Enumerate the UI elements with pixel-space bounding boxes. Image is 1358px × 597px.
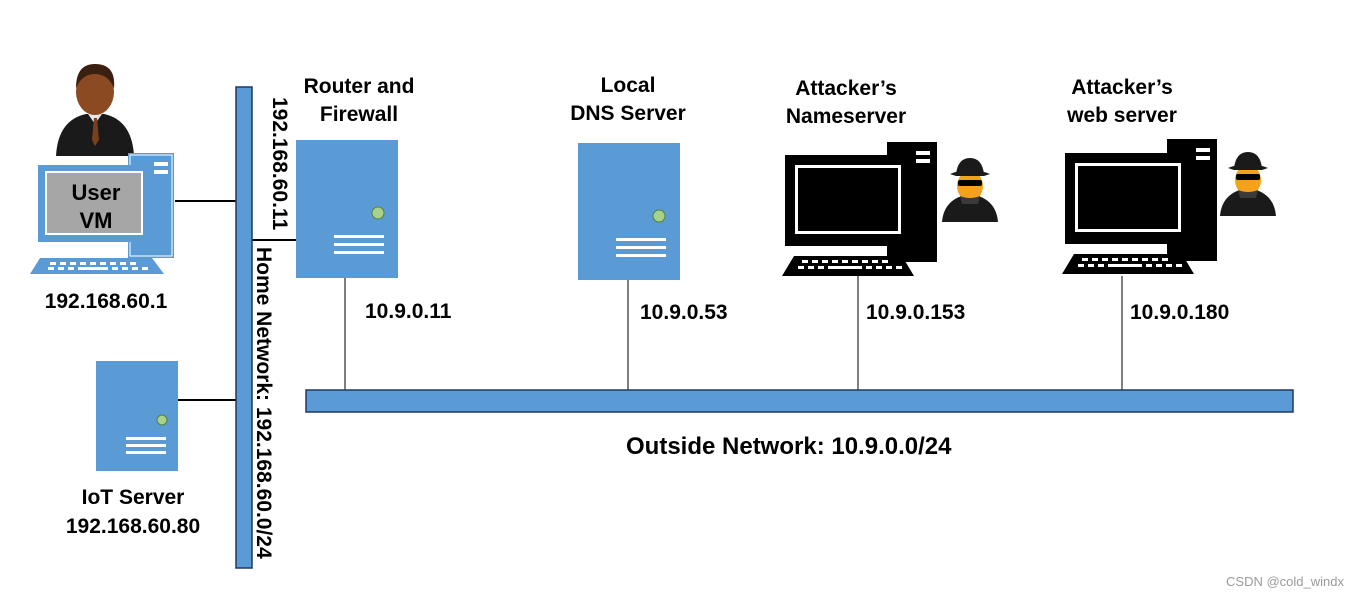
router-name-line2: Firewall [320,103,398,126]
user-vm-ip: 192.168.60.1 [45,290,168,313]
user-vm-screen-line1: User [72,180,121,205]
person-icon [56,64,134,156]
user-vm-screen-line2: VM [80,208,113,233]
iot-server-name: IoT Server [82,486,185,509]
attacker-ns-name-line1: Attacker’s [795,77,897,100]
server-icon [96,361,178,471]
attacker-ns-name-line2: Nameserver [786,105,906,128]
server-icon [296,140,398,278]
local-dns-name-line2: DNS Server [570,102,686,125]
attacker-web-name-line1: Attacker’s [1071,76,1173,99]
router-ip: 10.9.0.11 [365,300,452,323]
spy-icon [1220,152,1276,216]
links [175,200,1123,401]
outside-network-bus [305,389,1294,413]
user-vm-node: User VM 192.168.60.1 [30,64,174,313]
router-name-line1: Router and [304,75,415,98]
desktop-computer-icon [30,153,174,274]
router-node: Router and Firewall 10.9.0.11 [296,75,452,323]
spy-icon [942,158,998,222]
computer-icon [782,142,937,276]
iot-server-ip: 192.168.60.80 [66,515,200,538]
server-icon [578,143,680,280]
local-dns-ip: 10.9.0.53 [640,301,728,324]
attacker-web-ip: 10.9.0.180 [1130,301,1229,324]
local-dns-name-line1: Local [601,74,656,97]
home-network-bus [235,86,253,569]
watermark: CSDN @cold_windx [1226,574,1344,589]
local-dns-node: Local DNS Server 10.9.0.53 [570,74,727,324]
attacker-nameserver-node: Attacker’s Nameserver [782,77,998,324]
home-network-label: Home Network: 192.168.60.0/24 [252,247,275,559]
attacker-webserver-node: Attacker’s web server [1062,76,1276,324]
iot-server-node: IoT Server 192.168.60.80 [66,361,200,538]
attacker-web-name-line2: web server [1066,104,1177,127]
computer-icon [1062,139,1217,274]
router-home-ip: 192.168.60.11 [268,97,291,230]
attacker-ns-ip: 10.9.0.153 [866,301,965,324]
outside-network-label: Outside Network: 10.9.0.0/24 [626,433,952,460]
